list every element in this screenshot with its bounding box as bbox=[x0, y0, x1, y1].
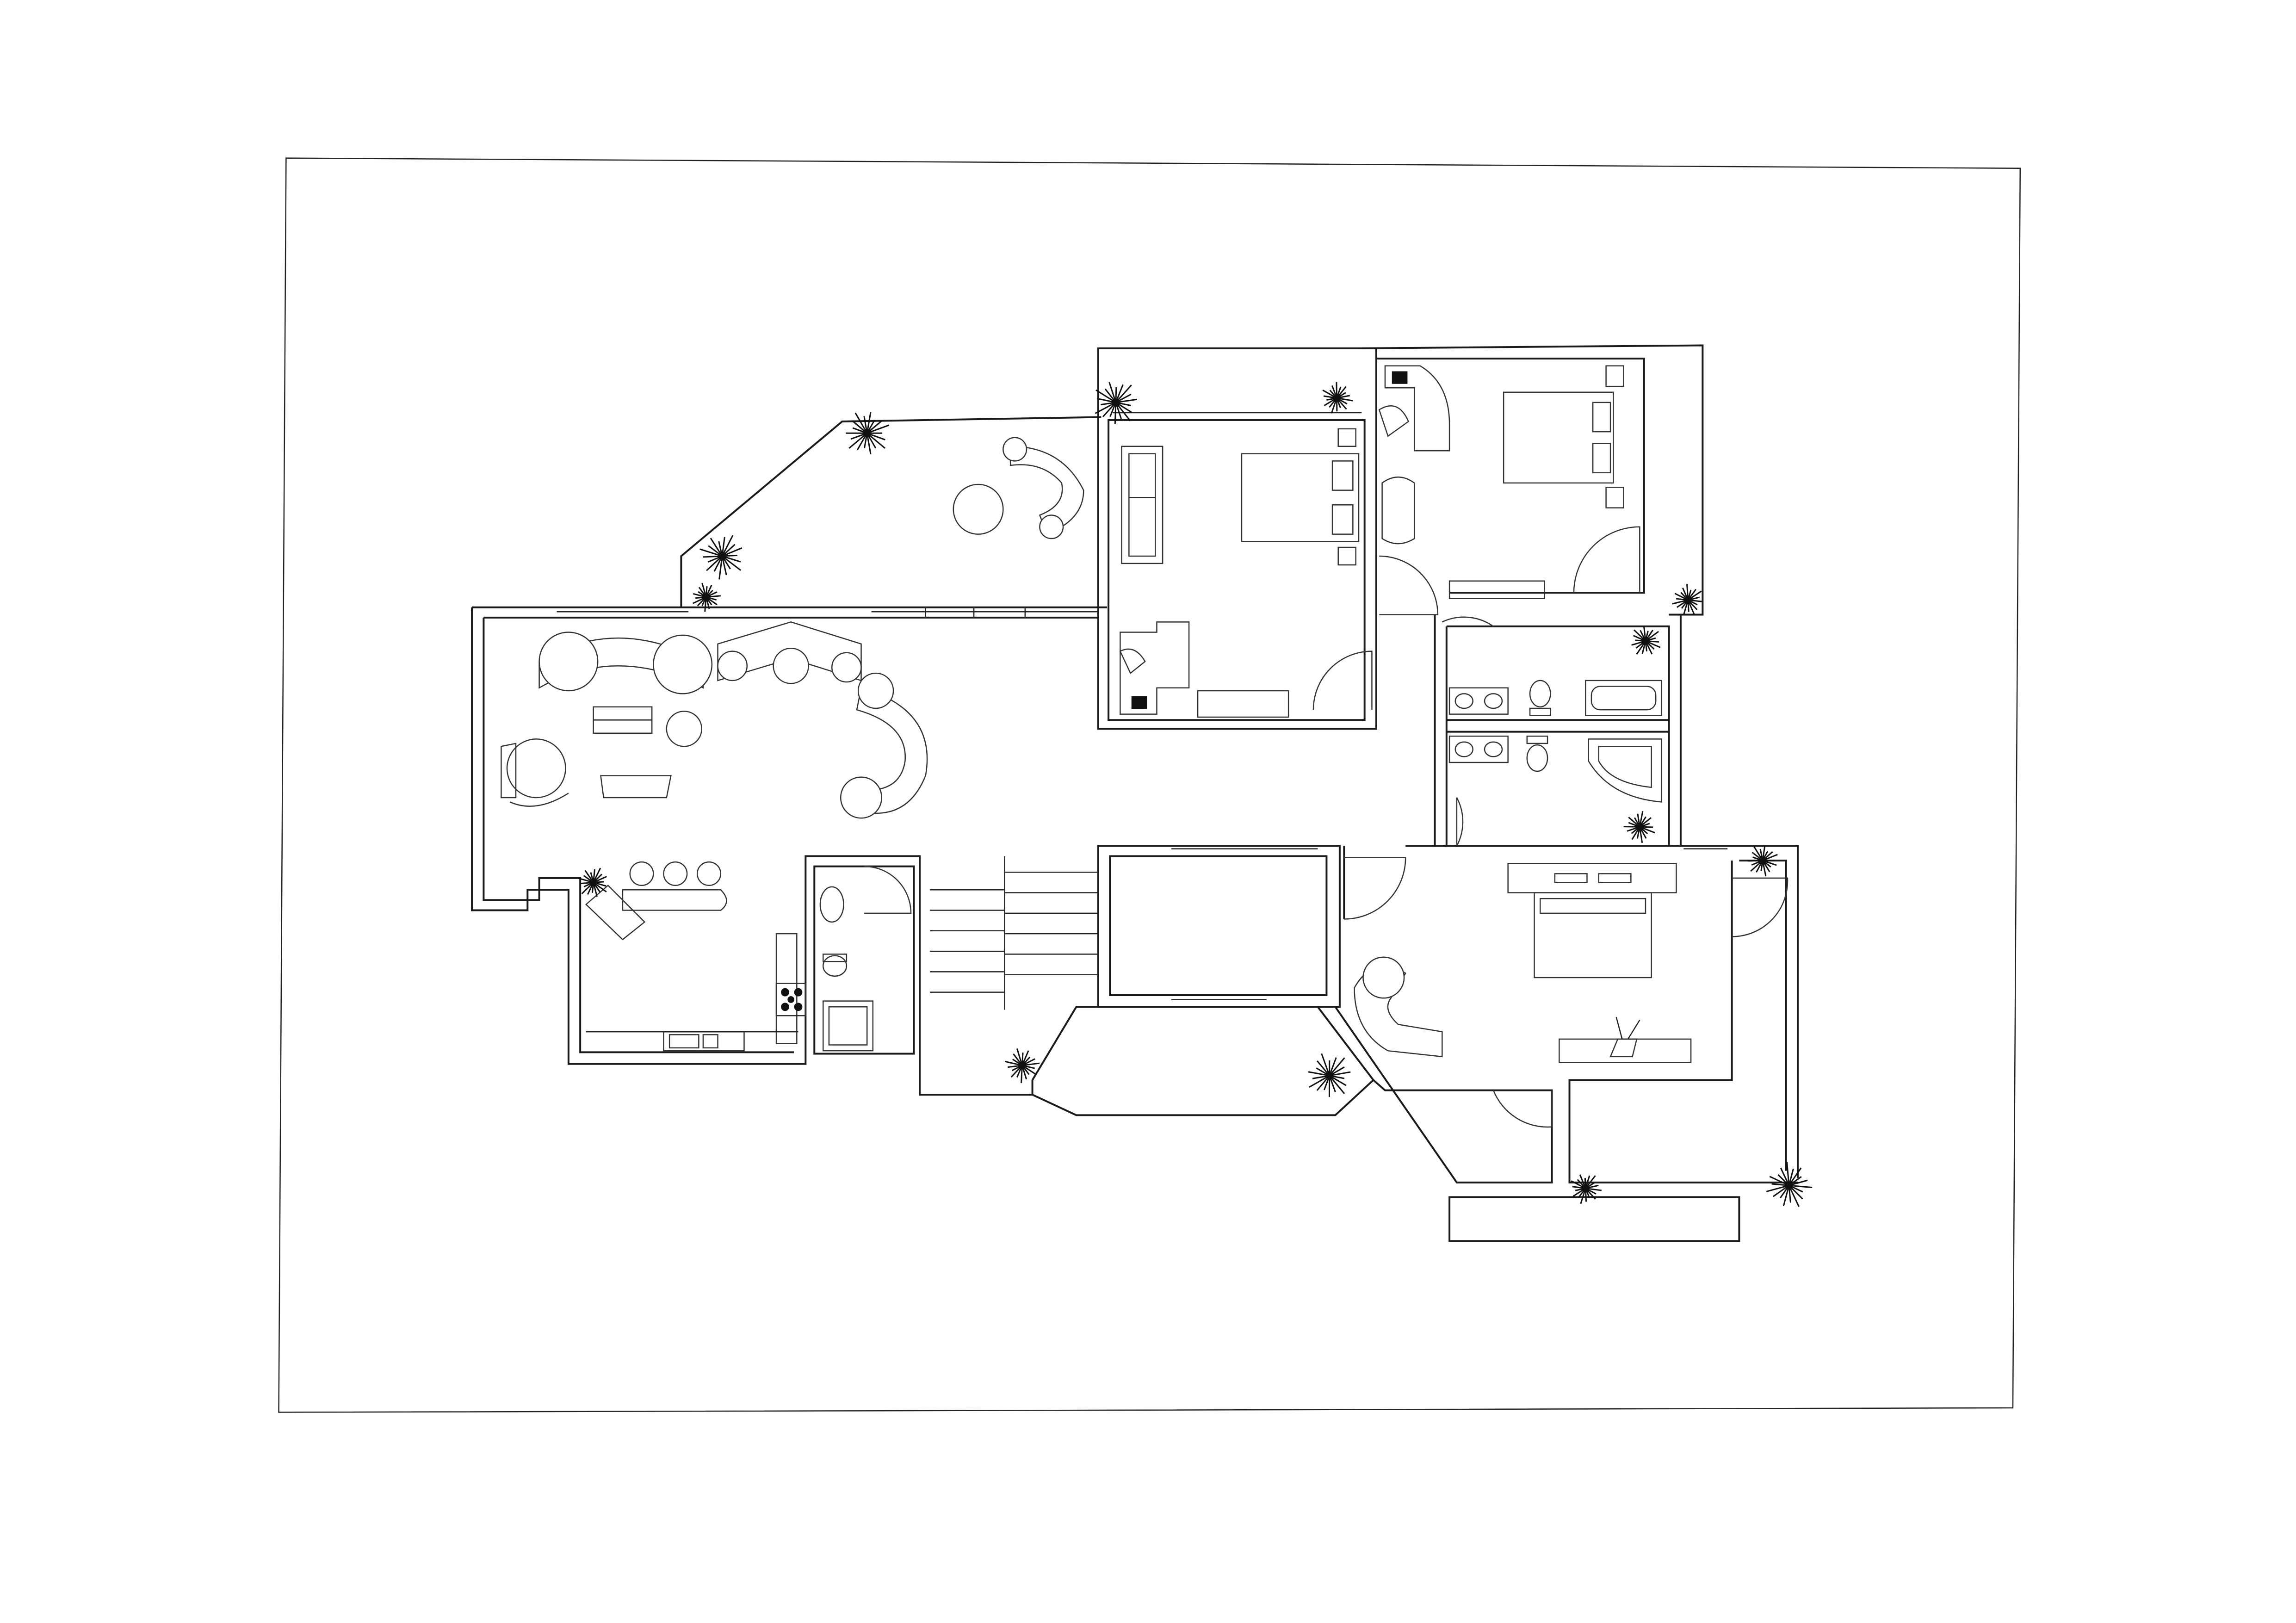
plant-icon bbox=[700, 535, 742, 579]
plant-icon bbox=[1672, 584, 1702, 615]
windows bbox=[557, 413, 1728, 999]
sheet-border bbox=[279, 158, 2020, 1412]
guest-wc bbox=[820, 887, 873, 1051]
bedroom-3 bbox=[1355, 863, 1691, 1062]
doors bbox=[864, 527, 1788, 1127]
kitchen bbox=[586, 934, 805, 1051]
bathrooms bbox=[1449, 681, 1662, 802]
plant-icon bbox=[1624, 811, 1655, 843]
plant-icon bbox=[1571, 1175, 1601, 1204]
plant-icon bbox=[1766, 1162, 1812, 1207]
plant-icon bbox=[1095, 382, 1137, 424]
living-room-furniture bbox=[501, 622, 927, 939]
plant-icon bbox=[846, 412, 889, 454]
plant-icon bbox=[1308, 1053, 1350, 1097]
plant-icon bbox=[693, 583, 721, 612]
plant-icon bbox=[1323, 382, 1353, 414]
decorative-plants bbox=[578, 382, 1812, 1207]
plant-icon bbox=[578, 868, 606, 897]
terrace-furniture bbox=[953, 438, 1084, 539]
plant-icon bbox=[1632, 626, 1660, 654]
plant-icon bbox=[1005, 1048, 1040, 1083]
bedroom-2 bbox=[1379, 366, 1623, 599]
plant-icon bbox=[1748, 846, 1777, 876]
staircase bbox=[930, 856, 1098, 1010]
bedroom-1 bbox=[1120, 429, 1359, 717]
building-walls bbox=[472, 346, 1798, 1241]
